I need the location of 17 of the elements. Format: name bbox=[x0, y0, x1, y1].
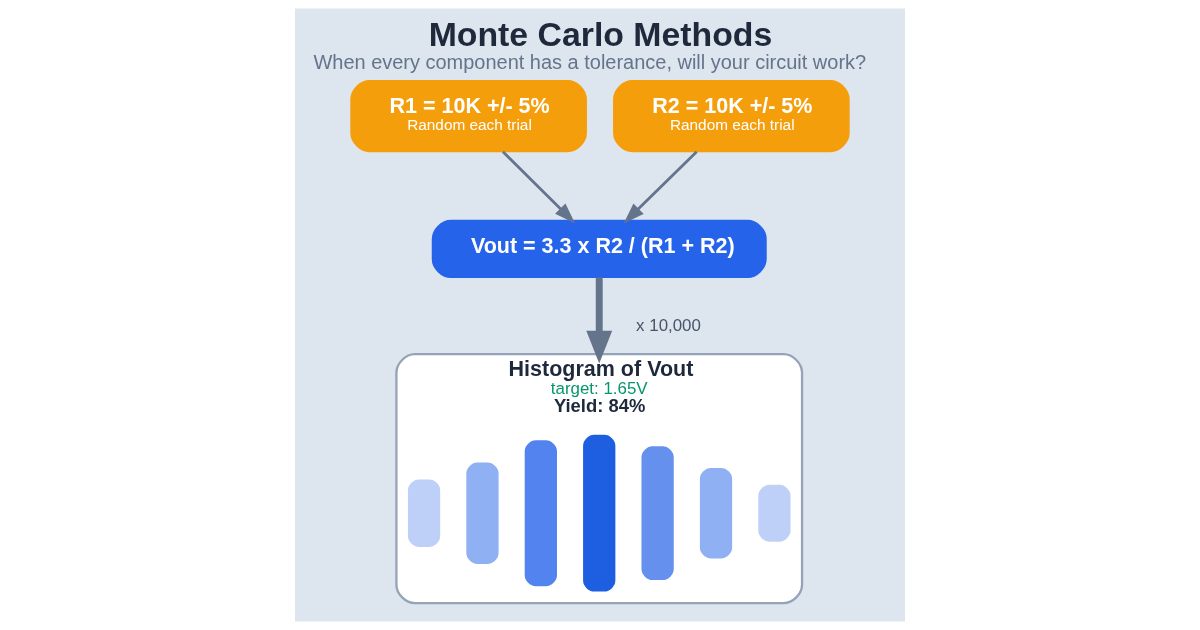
node-bar bbox=[524, 440, 557, 587]
node-bar bbox=[758, 484, 791, 542]
node-box: Vout = 3.3 x R2 / (R1 + R2) bbox=[431, 219, 767, 279]
caption: When every component has a tolerance, will your circuit work? bbox=[313, 51, 867, 73]
diagram-title: Monte Carlo Methods bbox=[428, 15, 773, 54]
node-box: R2 = 10K +/- 5% Random each trial bbox=[613, 79, 850, 153]
node-bar bbox=[466, 462, 499, 564]
arrow bbox=[623, 150, 698, 224]
node-bar bbox=[407, 479, 441, 547]
node-bar bbox=[699, 467, 733, 559]
edge-label: x 10,000 bbox=[636, 315, 701, 335]
arrow bbox=[501, 150, 576, 224]
node-bar bbox=[641, 446, 674, 581]
node-box: R1 = 10K +/- 5% Random each trial bbox=[350, 79, 587, 153]
cluster: Histogram of Vout target: 1.65V Yield: 84% bbox=[395, 353, 804, 605]
arrow bbox=[586, 277, 613, 364]
node-bar bbox=[583, 434, 616, 592]
